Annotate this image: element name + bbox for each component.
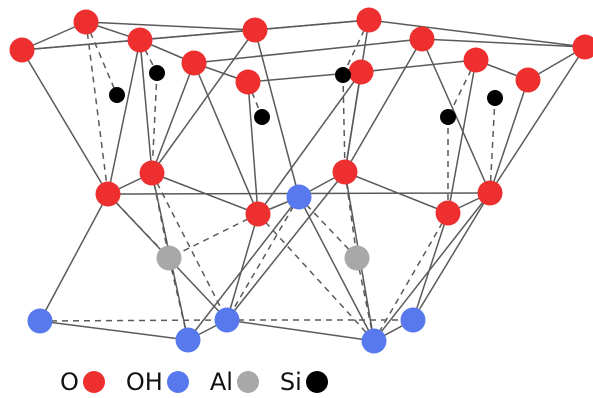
bond-t6-m2 — [345, 39, 422, 172]
legend-swatch-al — [237, 371, 259, 393]
atom-oh-h5 — [176, 328, 201, 353]
bond-t3-m2 — [345, 20, 369, 172]
atom-o-t9 — [349, 60, 374, 85]
atom-o-t4 — [10, 38, 35, 63]
bond-m4-h3 — [227, 214, 258, 320]
atom-o-t11 — [464, 48, 489, 73]
atom-o-t5 — [128, 28, 153, 53]
bond-layer — [22, 20, 585, 341]
atom-o-t12 — [516, 68, 541, 93]
bond-t4-m3 — [22, 50, 108, 194]
dashed-bond-t1-m3 — [86, 22, 108, 194]
atom-layer — [10, 8, 593, 354]
bond-t5-m3 — [108, 40, 140, 194]
legend: O OH Al Si — [60, 366, 349, 398]
atom-si-s4 — [335, 67, 351, 83]
dashed-bond-m1-h3 — [152, 173, 227, 320]
bond-t11-m5 — [448, 60, 476, 213]
atom-o-m2 — [333, 160, 358, 185]
legend-swatch-o — [83, 371, 105, 393]
legend-label-oh: OH — [126, 370, 163, 394]
legend-label-si: Si — [280, 370, 302, 394]
bond-t1-t2 — [86, 22, 255, 30]
bond-m3-h2 — [40, 194, 108, 321]
atom-oh-h4 — [401, 308, 426, 333]
bond-h1-h5 — [188, 197, 299, 340]
legend-item-oh: OH — [126, 370, 189, 394]
legend-label-o: O — [60, 370, 79, 394]
bond-t9-t11 — [361, 60, 476, 72]
atom-o-m5 — [436, 201, 461, 226]
bond-t3-t7 — [369, 20, 585, 47]
bond-m6-h6 — [374, 193, 490, 341]
atom-o-t8 — [182, 51, 207, 76]
atom-o-m6 — [478, 181, 503, 206]
bond-t7-m6 — [490, 47, 585, 193]
atom-o-t6 — [410, 27, 435, 52]
atom-o-t2 — [243, 18, 268, 43]
atom-si-s1 — [149, 65, 165, 81]
atom-al-a1 — [157, 246, 182, 271]
legend-item-al: Al — [210, 370, 259, 394]
bond-t6-t7 — [422, 39, 585, 47]
atom-o-t10 — [236, 70, 261, 95]
bond-m5-h4 — [413, 213, 448, 320]
atom-oh-h3 — [215, 308, 240, 333]
atom-si-s6 — [440, 109, 456, 125]
atom-o-m3 — [96, 182, 121, 207]
legend-label-al: Al — [210, 370, 233, 394]
atom-si-s5 — [487, 90, 503, 106]
dashed-bond-s4-m2 — [343, 75, 345, 172]
legend-swatch-oh — [167, 371, 189, 393]
dashed-bond-h2-h3 — [40, 320, 227, 321]
dashed-bond-m4-h6 — [258, 214, 374, 341]
dashed-bond-m4-a1 — [169, 214, 258, 258]
atom-oh-h2 — [28, 309, 53, 334]
atom-o-t3 — [357, 8, 382, 33]
legend-item-o: O — [60, 370, 105, 394]
bond-h3-h6 — [227, 320, 374, 341]
atom-oh-h1 — [287, 185, 312, 210]
dashed-bond-h1-a2 — [299, 197, 357, 258]
atom-si-s2 — [109, 87, 125, 103]
atom-o-m4 — [246, 202, 271, 227]
atom-al-a2 — [345, 246, 370, 271]
bond-h2-h5 — [40, 321, 188, 340]
dashed-bond-s1-m1 — [152, 73, 157, 173]
legend-item-si: Si — [280, 370, 328, 394]
atom-o-m1 — [140, 161, 165, 186]
legend-swatch-si — [306, 371, 328, 393]
atom-o-t1 — [74, 10, 99, 35]
atom-si-s3 — [254, 109, 270, 125]
bond-t8-t6 — [194, 39, 422, 63]
atom-oh-h6 — [362, 329, 387, 354]
atom-o-t7 — [573, 35, 593, 60]
